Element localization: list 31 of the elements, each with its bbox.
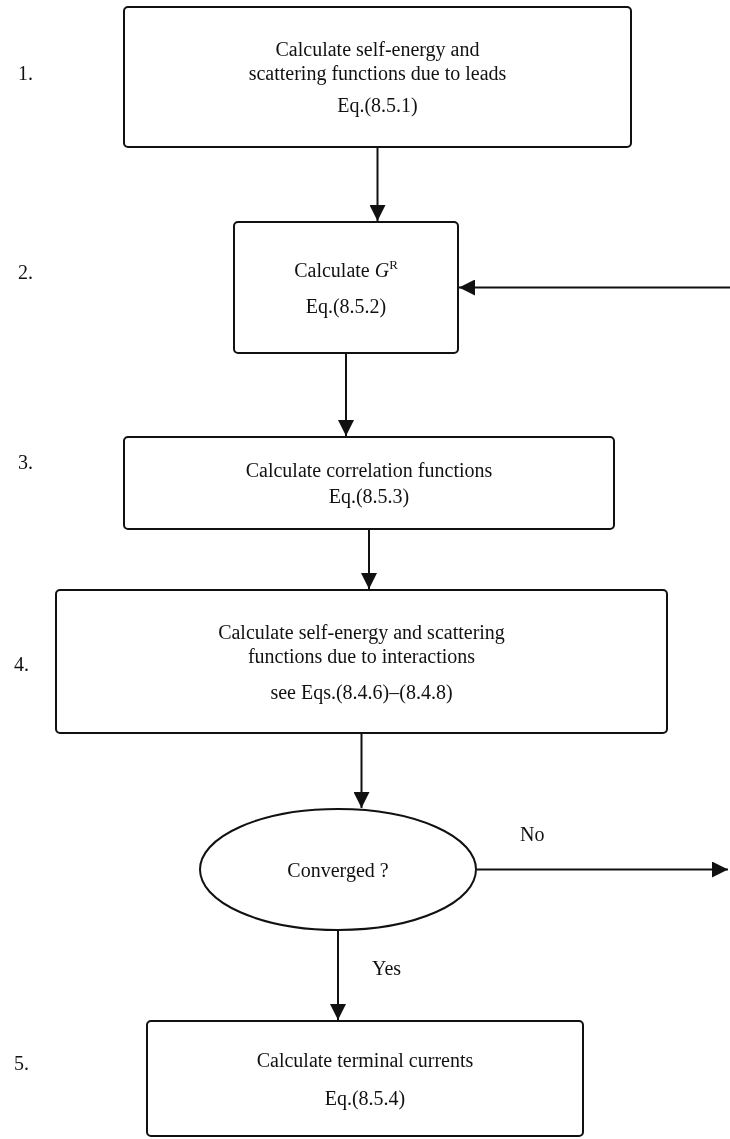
node-text: Calculate G$^{R}$	[294, 257, 398, 282]
node-text: Converged ?	[287, 857, 389, 882]
arrow	[369, 147, 386, 222]
step-number: 2.	[18, 262, 33, 282]
step-number: 3.	[18, 452, 33, 472]
node-text: see Eqs.(8.4.6)–(8.4.8)	[270, 679, 453, 704]
edge-label: No	[520, 824, 545, 844]
process-box	[123, 6, 632, 148]
process-box	[123, 436, 615, 530]
edge-label: Yes	[372, 958, 402, 978]
process-box	[55, 589, 668, 734]
node-text: Calculate self-energy and scattering functions due to interactions	[217, 619, 506, 668]
node-text: Calculate correlation functions	[245, 458, 493, 482]
process-box	[233, 221, 459, 354]
step-number: 4.	[14, 654, 29, 674]
node-text: Eq.(8.5.4)	[324, 1085, 406, 1110]
arrow	[476, 861, 729, 878]
process-box	[146, 1020, 584, 1137]
arrow	[353, 733, 370, 809]
step-number: 1.	[18, 63, 33, 83]
step-number: 5.	[14, 1053, 29, 1073]
arrow	[338, 353, 354, 437]
arrow	[458, 279, 730, 296]
arrow	[361, 529, 377, 590]
node-text: Calculate terminal currents	[256, 1047, 474, 1072]
node-text: Eq.(8.5.1)	[337, 93, 418, 117]
node-text: Calculate self-energy and scattering functions due to leads	[247, 37, 508, 85]
arrow	[330, 930, 346, 1021]
node-text: Eq.(8.5.3)	[328, 484, 410, 508]
decision-ellipse	[199, 808, 477, 931]
node-text: Eq.(8.5.2)	[305, 293, 387, 318]
